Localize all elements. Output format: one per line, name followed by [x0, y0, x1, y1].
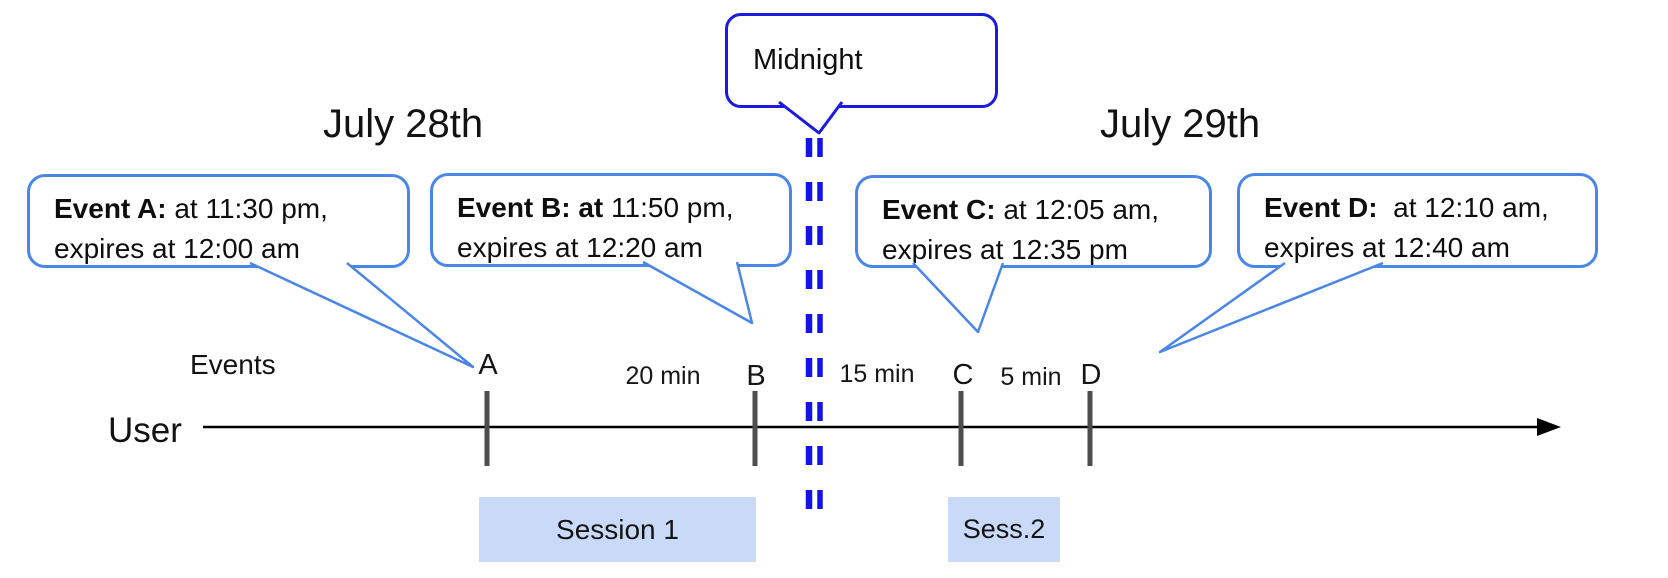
session-1-label: Session 1 [556, 513, 679, 545]
callout-event-d-line2: expires at 12:40 am [1264, 232, 1510, 263]
callout-event-b-line1: Event B: at 11:50 pm, [457, 188, 789, 228]
events-axis-label: Events [190, 349, 276, 380]
callout-event-d-title: Event D: [1264, 192, 1378, 223]
callout-tail-d [1158, 261, 1384, 354]
date-label-july-29: July 29th [1100, 102, 1261, 146]
callout-event-b-title: Event B: at [457, 192, 604, 223]
callout-tail-b [642, 260, 754, 325]
tick-label-b: B [746, 360, 766, 392]
callout-event-b-line2: expires at 12:20 am [457, 232, 703, 263]
callout-event-a-line1: Event A: at 11:30 pm, [54, 189, 407, 229]
callout-event-c-title: Event C: [882, 194, 996, 225]
callout-event-c-detail: at 12:05 am, [995, 194, 1160, 225]
callout-event-d-line1: Event D: at 12:10 am, [1264, 188, 1595, 228]
midnight-label: Midnight [753, 44, 863, 76]
callout-event-b: Event B: at 11:50 pm, expires at 12:20 a… [430, 173, 792, 267]
midnight-callout: Midnight [725, 13, 998, 108]
callout-event-a-detail: at 11:30 pm, [166, 193, 328, 224]
callout-event-d-detail: at 12:10 am, [1377, 192, 1549, 223]
callout-tail-c [912, 262, 1005, 334]
callout-event-d: Event D: at 12:10 am, expires at 12:40 a… [1237, 173, 1598, 268]
tick-label-c: C [952, 359, 974, 391]
session-2-box: Sess.2 [948, 497, 1060, 562]
tick-label-d: D [1080, 359, 1102, 391]
user-axis-label: User [108, 411, 182, 450]
callout-event-a: Event A: at 11:30 pm, expires at 12:00 a… [27, 174, 410, 268]
callout-tail-a [249, 261, 475, 369]
callout-event-c-line2: expires at 12:35 pm [882, 234, 1128, 265]
callout-event-c-line1: Event C: at 12:05 am, [882, 190, 1209, 230]
callout-event-b-detail: 11:50 pm, [603, 192, 734, 223]
date-label-july-28: July 28th [323, 102, 484, 146]
callout-event-c: Event C: at 12:05 am, expires at 12:35 p… [855, 175, 1212, 268]
timeline-arrowhead-icon [1537, 418, 1561, 436]
session-1-box: Session 1 [479, 497, 756, 562]
callout-event-a-title: Event A: [54, 193, 167, 224]
callout-event-a-line2: expires at 12:00 am [54, 233, 300, 264]
interval-label-5min: 5 min [1000, 363, 1062, 391]
tick-label-a: A [478, 349, 498, 381]
interval-label-20min: 20 min [625, 362, 701, 390]
interval-label-15min: 15 min [839, 360, 915, 388]
session-2-label: Sess.2 [962, 514, 1046, 544]
